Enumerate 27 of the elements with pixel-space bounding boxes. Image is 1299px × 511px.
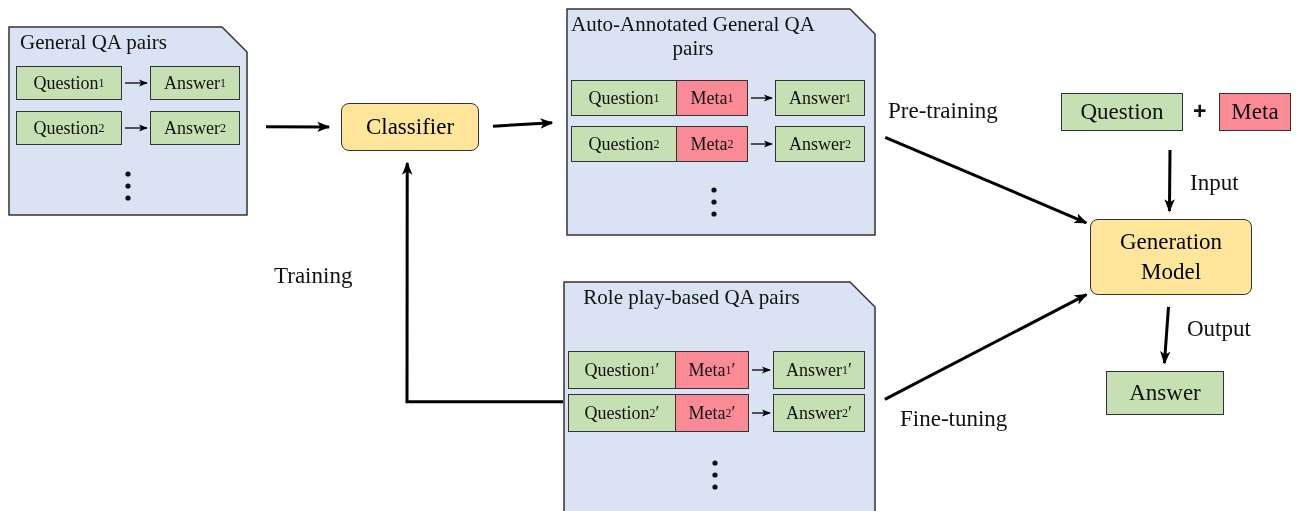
classifier-box: Classifier [341, 103, 479, 151]
arrow [750, 140, 773, 148]
meta-cell: Meta [1219, 93, 1291, 131]
arrow [1160, 306, 1171, 365]
arrow [124, 79, 148, 87]
group-title: Auto-Annotated General QA pairs [570, 12, 816, 60]
plus-sign: + [1193, 98, 1207, 125]
arrow [1164, 150, 1175, 213]
arrow [266, 121, 331, 133]
edge-label: Training [274, 263, 353, 289]
generation-model-box: Generation Model [1090, 219, 1252, 295]
arrow [402, 161, 563, 404]
arrow [750, 94, 773, 102]
arrow [884, 135, 1088, 225]
edge-label: Input [1190, 170, 1239, 196]
question-cell: Question [1061, 93, 1183, 131]
arrow [751, 366, 771, 374]
edge-label: Pre-training [888, 98, 998, 124]
group-title: Role play-based QA pairs [582, 285, 801, 309]
arrow [124, 124, 148, 132]
arrow [884, 293, 1088, 401]
answer-cell: Answer [1106, 371, 1224, 415]
arrow [751, 409, 771, 417]
group-title: General QA pairs [19, 30, 168, 54]
edge-label: Output [1187, 316, 1251, 342]
arrow [492, 118, 554, 129]
edge-label: Fine-tuning [900, 406, 1008, 432]
